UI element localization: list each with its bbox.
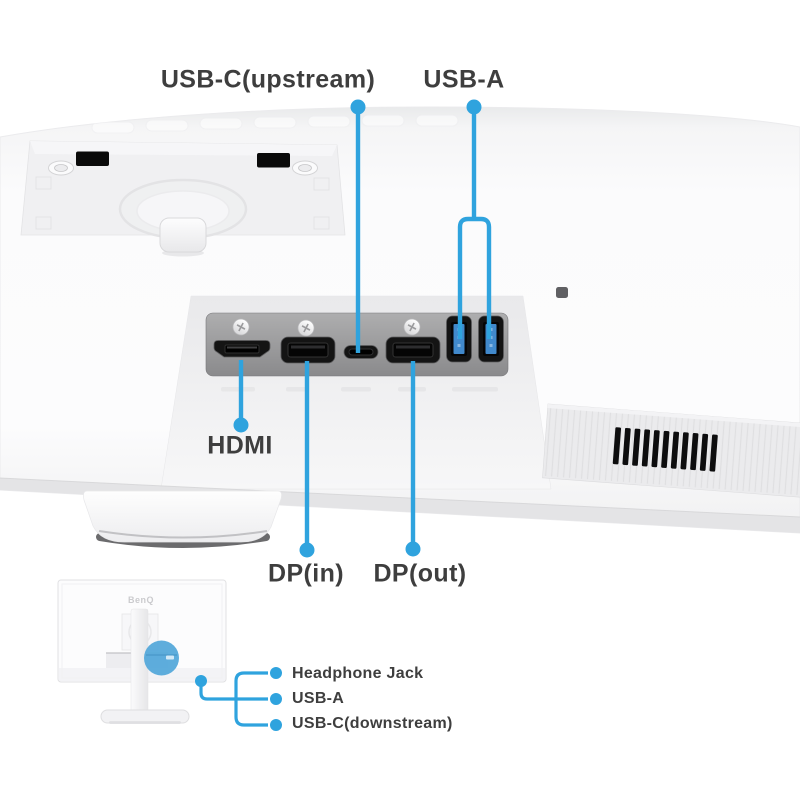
brand-logo: BenQ [128, 595, 154, 605]
vesa-mount-recess [20, 140, 346, 257]
leader-dot [466, 99, 482, 115]
leader-usb-c-upstream [350, 99, 366, 353]
monitor-back-view [0, 106, 800, 548]
vesa-slot-left [76, 151, 109, 166]
stand-release-tab [159, 217, 207, 253]
leader-lines [195, 99, 492, 731]
label-usb-a-top: USB-A [423, 65, 505, 94]
top-vent-slots [91, 114, 459, 134]
dp-out-port [385, 336, 441, 364]
vesa-corner-marks [35, 176, 330, 230]
label-usb-a-side: USB-A [292, 690, 345, 707]
leader-hdmi [233, 360, 249, 433]
label-dp-out: DP(out) [373, 559, 467, 588]
leader-dot [270, 693, 282, 705]
leader-inset-tree [195, 667, 282, 731]
vent-grille [542, 403, 800, 499]
leader-dot [233, 417, 249, 433]
printed-port-captions [221, 387, 498, 392]
vent-slots [612, 427, 718, 472]
leader-dot [405, 541, 421, 557]
label-hdmi: HDMI [207, 431, 273, 460]
leader-dot [299, 542, 315, 558]
label-headphone-jack: Headphone Jack [292, 665, 424, 682]
usb-c-upstream-port [343, 345, 379, 359]
kensington-mark [556, 287, 568, 298]
vesa-screw-hole-right [292, 160, 318, 176]
inset-stand-base [100, 709, 190, 724]
stand-mount-depression [118, 178, 248, 240]
vesa-slot-right [257, 153, 290, 168]
panel-screw-2 [297, 319, 315, 337]
label-usb-c-downstream: USB-C(downstream) [292, 715, 453, 732]
vesa-screw-hole-left [48, 160, 74, 176]
leader-dp-in [299, 361, 315, 558]
panel-screw-3 [403, 318, 421, 336]
stand-mount-block [83, 490, 282, 548]
leader-dot [195, 675, 207, 687]
dp-in-port [280, 336, 336, 364]
leader-dot [350, 99, 366, 115]
panel-screw-1 [232, 318, 250, 336]
label-usb-c-upstream: USB-C(upstream) [160, 65, 376, 94]
leader-dot [270, 719, 282, 731]
leader-usb-a [457, 99, 492, 339]
label-dp-in: DP(in) [268, 559, 344, 588]
leader-dp-out [405, 361, 421, 557]
port-highlight-circle [144, 640, 179, 676]
hdmi-port [213, 340, 271, 358]
leader-dot [270, 667, 282, 679]
monitor-inset-view: BenQ [57, 579, 227, 724]
